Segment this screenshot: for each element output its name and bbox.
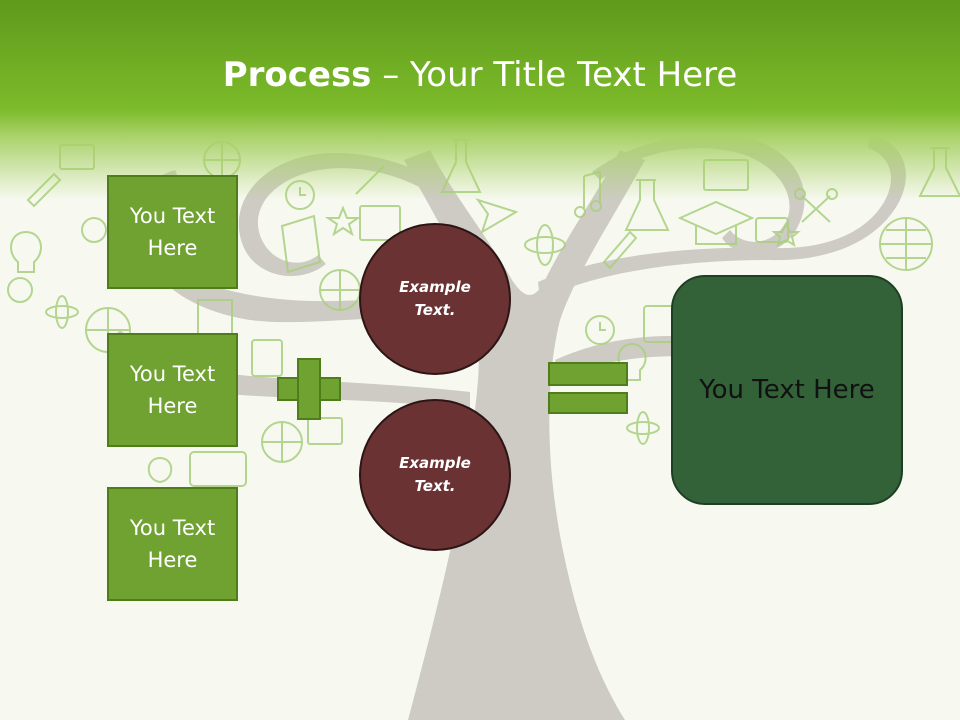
example-circle-2-label: Example Text. <box>399 454 471 495</box>
title-bold: Process <box>222 55 372 95</box>
tree-trunk <box>404 150 645 720</box>
book-icon <box>280 214 322 274</box>
tree-branch-right <box>538 135 906 300</box>
text-box-3[interactable]: You Text Here <box>107 487 238 601</box>
clock-icon <box>7 277 33 303</box>
title-band <box>0 0 960 200</box>
lightbulb-icon <box>617 342 647 381</box>
plus-sign-center <box>299 379 319 399</box>
atom-icon <box>524 236 566 254</box>
text-box-1-label: You Text Here <box>129 204 216 260</box>
scissors-icon <box>801 195 831 223</box>
graduation-cap-icon <box>677 200 755 245</box>
example-circle-1[interactable]: Example Text. <box>359 223 511 375</box>
text-box-3-label: You Text Here <box>129 516 216 572</box>
tree-branch-upper-left <box>238 152 452 277</box>
slide-title: Process – Your Title Text Here <box>0 52 960 98</box>
keyboard-icon <box>307 417 343 445</box>
result-box-label: You Text Here <box>699 375 875 405</box>
briefcase-icon <box>189 451 247 487</box>
star-icon <box>324 205 362 237</box>
text-box-1[interactable]: You Text Here <box>107 175 238 289</box>
clock-icon <box>585 315 615 345</box>
atom-icon <box>45 305 79 319</box>
example-circle-2[interactable]: Example Text. <box>359 399 511 551</box>
clock-icon <box>81 217 107 243</box>
apple-icon <box>147 456 173 484</box>
result-box[interactable]: You Text Here <box>671 275 903 505</box>
title-rest: – Your Title Text Here <box>371 55 738 95</box>
book-icon <box>359 205 401 241</box>
tree-branch-left-low <box>110 330 470 410</box>
pencil-icon <box>602 230 638 270</box>
text-box-2[interactable]: You Text Here <box>107 333 238 447</box>
example-circle-1-label: Example Text. <box>399 278 471 319</box>
calculator-icon <box>251 339 283 377</box>
star-icon <box>771 221 801 248</box>
equals-sign-top <box>548 362 628 386</box>
tree-branch-left <box>134 170 481 340</box>
equals-sign-bottom <box>548 392 628 414</box>
lightbulb-icon <box>10 230 42 273</box>
text-box-2-label: You Text Here <box>129 362 216 418</box>
atom-icon <box>626 421 660 435</box>
paper-plane-icon <box>475 198 519 235</box>
